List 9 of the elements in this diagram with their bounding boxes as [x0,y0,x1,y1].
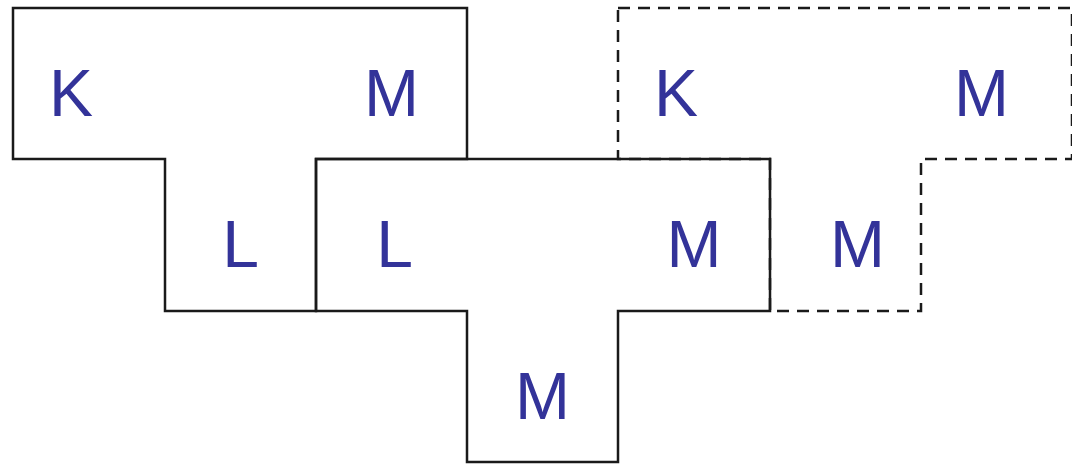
letter-label: L [222,211,259,277]
letter-label: M [666,211,722,277]
letter-label: M [954,59,1009,126]
letter-label: M [364,59,419,126]
letter-label: K [49,59,93,126]
letter-label: M [830,211,885,277]
letter-label: M [515,362,570,429]
letter-label: K [654,59,698,126]
letter-label: L [376,211,413,277]
